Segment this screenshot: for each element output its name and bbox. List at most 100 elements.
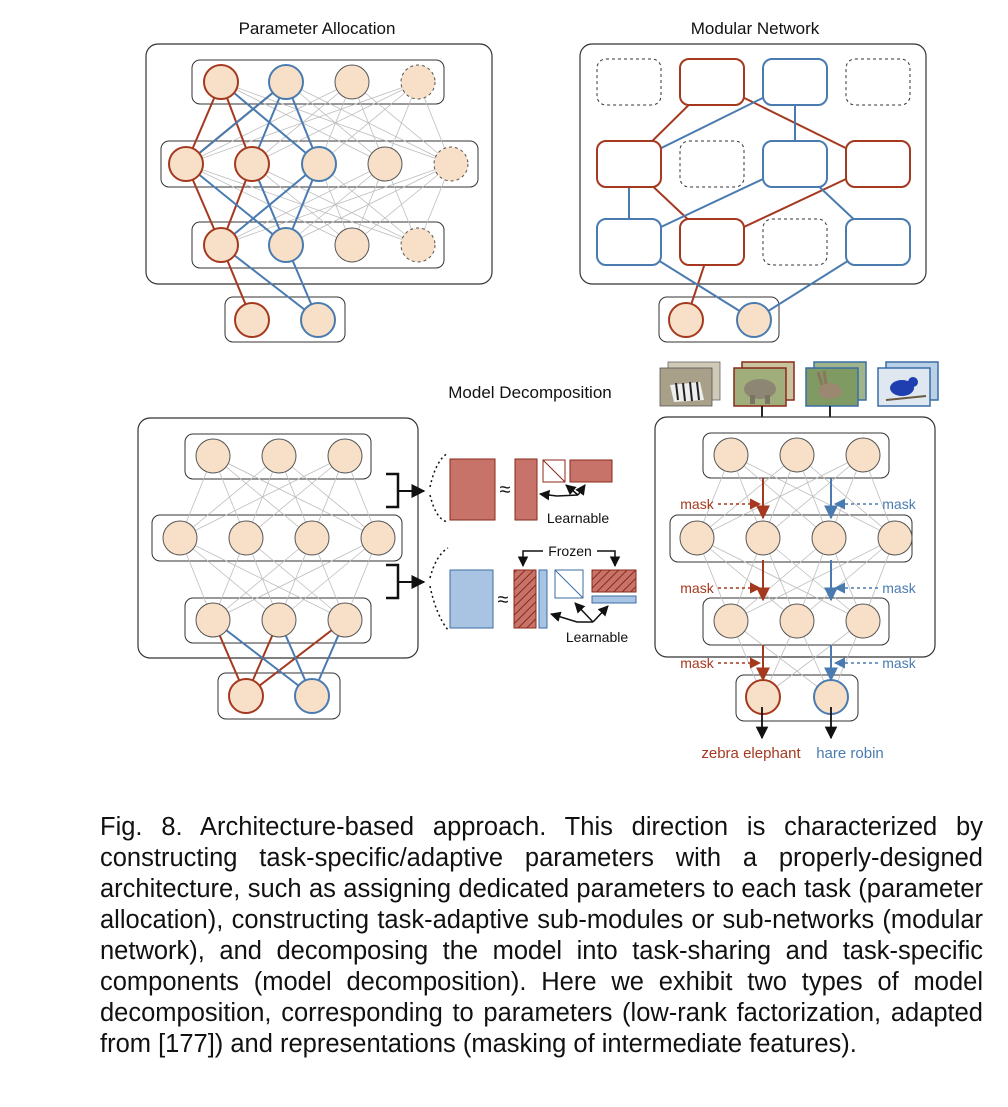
neuron [334, 227, 370, 263]
neuron [234, 146, 270, 182]
neuron [845, 437, 881, 473]
connection-line [796, 537, 896, 622]
module-block [845, 218, 911, 266]
module-block [679, 218, 745, 266]
elephant-image [733, 361, 795, 407]
weight-matrix-blue [449, 569, 494, 629]
neuron [433, 146, 469, 182]
neuron [195, 438, 231, 474]
module-block [596, 140, 662, 188]
neuron [877, 520, 913, 556]
neuron [845, 603, 881, 639]
module-block [762, 140, 828, 188]
modular-network-panel [579, 43, 927, 343]
learnable-label-bottom: Learnable [566, 629, 628, 645]
connection-line [285, 163, 452, 246]
neuron [301, 146, 337, 182]
connection-line [220, 163, 452, 246]
approx-symbol: ≈ [498, 589, 509, 611]
weight-matrix-red [449, 458, 496, 521]
neuron [327, 602, 363, 638]
connection-line [696, 454, 798, 539]
connection-line [245, 455, 346, 539]
output-label-task-a: zebra elephant [701, 745, 801, 762]
output-label-task-b: hare robin [816, 745, 884, 762]
learnable-factor-u-blue [538, 569, 548, 629]
neuron [713, 437, 749, 473]
neuron [779, 437, 815, 473]
output-neuron [668, 302, 704, 338]
frozen-label: Frozen [548, 543, 592, 559]
connection-line [730, 537, 830, 622]
neuron [334, 64, 370, 100]
neuron [679, 520, 715, 556]
model-decomposition-parameters-panel: ≈ Learnable Frozen ≈ Learnable [137, 417, 637, 720]
parameter-allocation-title: Parameter Allocation [239, 19, 396, 38]
neuron [327, 438, 363, 474]
mask-label-red: mask [680, 655, 714, 671]
factor-u-red [514, 458, 538, 521]
output-neuron [294, 678, 330, 714]
neuron [261, 438, 297, 474]
module-block [679, 140, 745, 188]
module-block [596, 218, 662, 266]
connection-line [212, 537, 379, 621]
hare-image [805, 361, 867, 407]
blue-task-path [220, 163, 320, 246]
connection-line [762, 620, 864, 698]
approx-symbol: ≈ [500, 479, 511, 501]
connection-line [179, 455, 346, 539]
connection-line [696, 454, 864, 539]
connection-line [251, 81, 419, 165]
learnable-label-top: Learnable [547, 510, 609, 526]
module-block [596, 58, 662, 106]
learnable-factor-v-blue [591, 595, 637, 604]
neuron [811, 520, 847, 556]
blue-task-path [185, 163, 287, 246]
modular-network-title: Modular Network [691, 19, 820, 38]
mask-label-blue: mask [882, 655, 916, 671]
neuron [228, 520, 264, 556]
module-block [762, 218, 828, 266]
blue-task-path [220, 81, 320, 165]
figure-caption: Fig. 8. Architecture-based approach. Thi… [100, 813, 983, 1058]
output-neuron [745, 679, 781, 715]
blue-task-path [220, 244, 319, 321]
mask-label-blue: mask [882, 496, 916, 512]
output-neuron [234, 302, 270, 338]
architecture-figure: Parameter Allocation Modular Network Mod… [137, 19, 939, 762]
connection-line [730, 620, 832, 698]
module-block [762, 58, 828, 106]
frozen-factor-u [513, 569, 537, 629]
mask-label-red: mask [680, 496, 714, 512]
neuron [168, 146, 204, 182]
neuron [195, 602, 231, 638]
neuron [268, 227, 304, 263]
neuron [360, 520, 396, 556]
connection-line [351, 163, 452, 246]
neuron [400, 64, 436, 100]
blue-task-path [212, 619, 313, 697]
zebra-image [659, 361, 721, 407]
neuron [261, 602, 297, 638]
neuron [294, 520, 330, 556]
neuron [745, 520, 781, 556]
frozen-factor-v [591, 569, 637, 593]
robin-image [877, 361, 939, 407]
blue-task-path [185, 81, 287, 165]
mask-label-red: mask [680, 580, 714, 596]
neuron [367, 146, 403, 182]
connection-line [278, 537, 379, 621]
module-block [845, 140, 911, 188]
neuron [779, 603, 815, 639]
parameter-allocation-panel [145, 43, 493, 343]
connection-line [212, 537, 313, 621]
connection-line [179, 455, 280, 539]
neuron [203, 227, 239, 263]
neuron [268, 64, 304, 100]
connection-line [762, 454, 864, 539]
factor-v-red [569, 459, 613, 483]
neuron [400, 227, 436, 263]
module-block [679, 58, 745, 106]
